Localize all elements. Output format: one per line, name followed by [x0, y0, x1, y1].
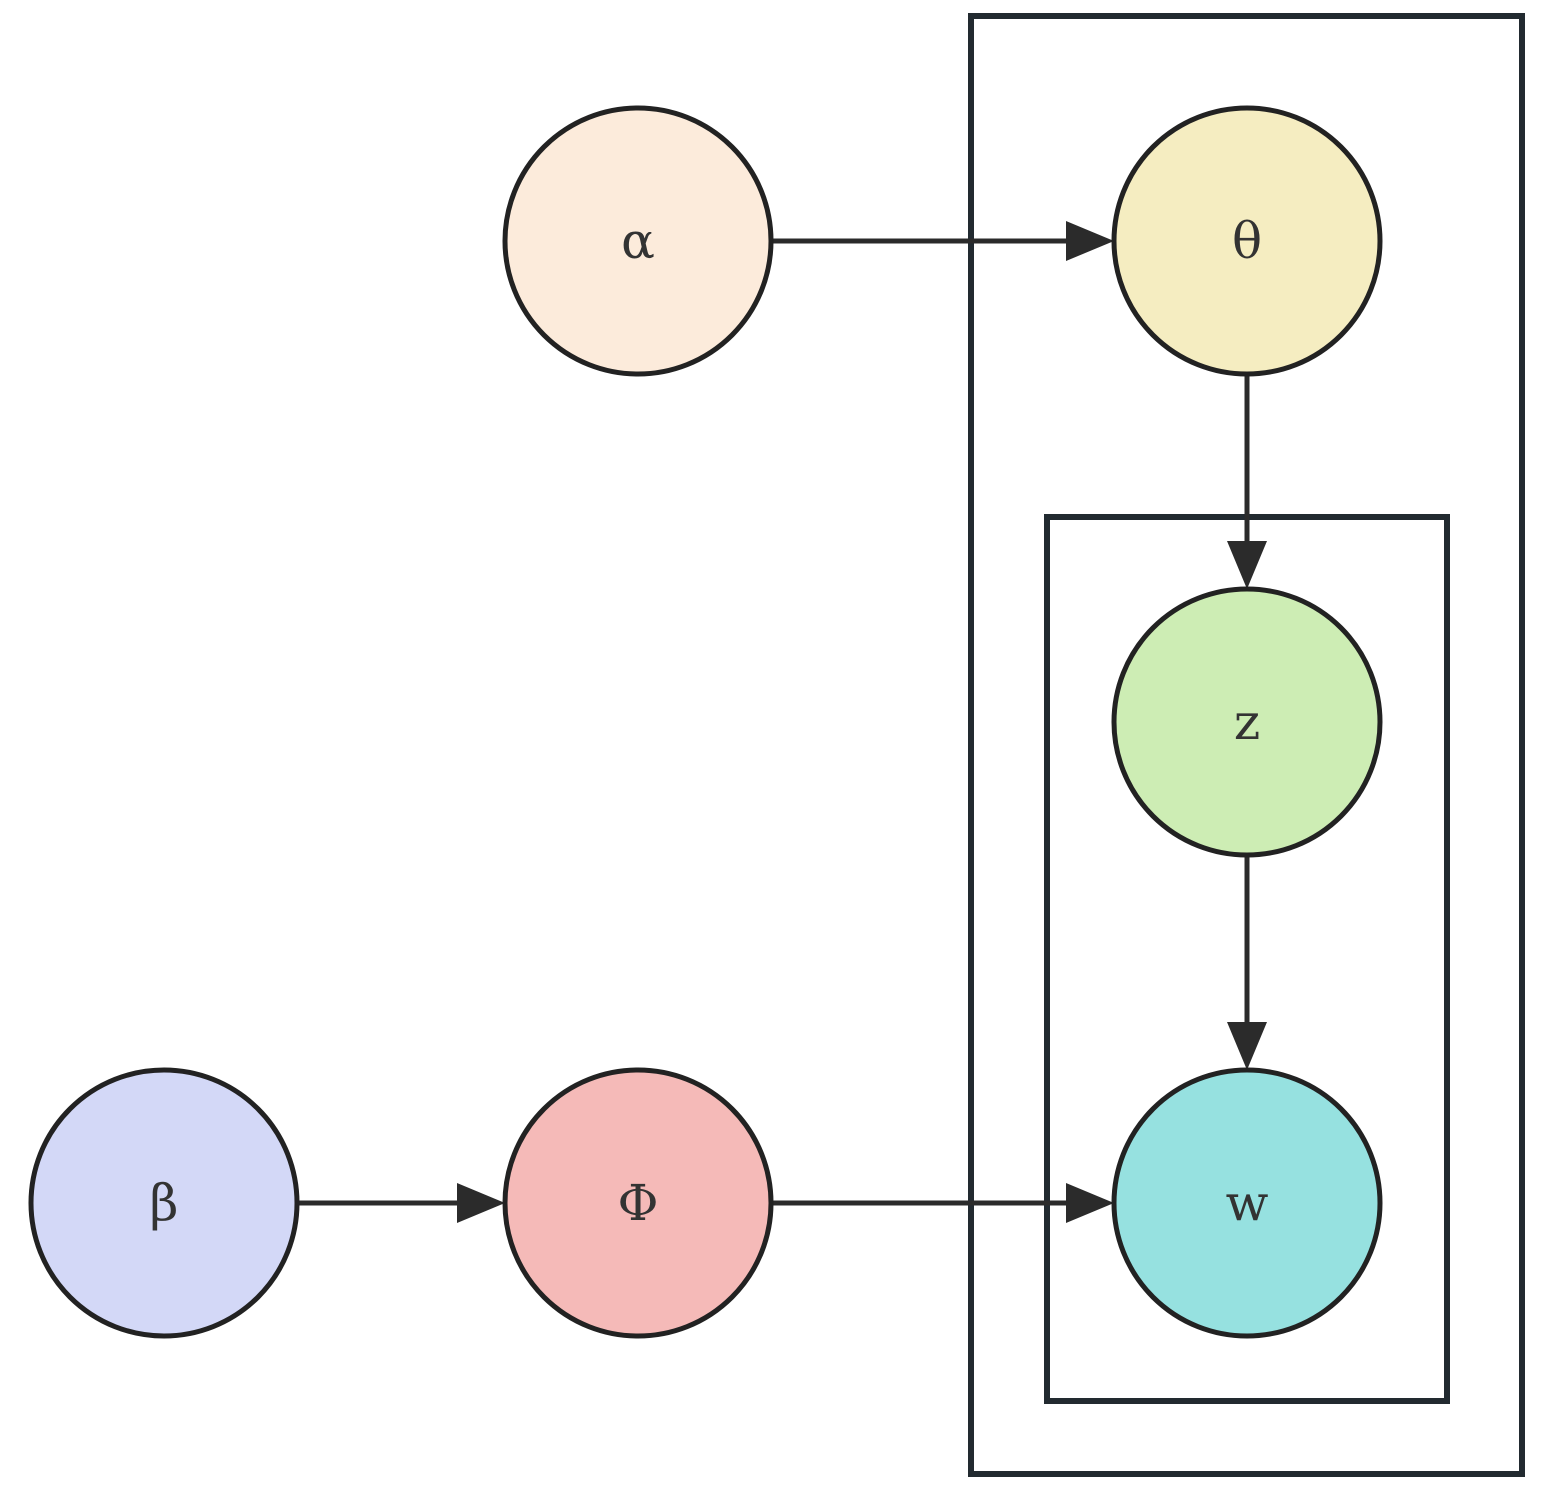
- node-circle: [1111, 105, 1383, 377]
- node-alpha: α: [502, 105, 774, 377]
- node-label: α: [621, 212, 655, 270]
- edges-layer: [297, 221, 1267, 1223]
- node-circle: [502, 1067, 774, 1339]
- node-phi: Φ: [502, 1067, 774, 1339]
- arrowhead-icon: [1227, 1022, 1267, 1070]
- node-label: θ: [1232, 212, 1262, 270]
- arrowhead-icon: [1066, 1183, 1114, 1223]
- node-theta: θ: [1111, 105, 1383, 377]
- node-label: z: [1234, 693, 1260, 751]
- arrowhead-icon: [1066, 221, 1114, 261]
- node-circle: [502, 105, 774, 377]
- edge-z-to-w: [1227, 855, 1267, 1070]
- node-beta: β: [28, 1067, 300, 1339]
- node-w: w: [1111, 1067, 1383, 1339]
- nodes-layer: α θ z w β Φ: [28, 105, 1383, 1339]
- edge-phi-to-w: [771, 1183, 1114, 1223]
- edge-alpha-to-theta: [771, 221, 1114, 261]
- node-z: z: [1111, 586, 1383, 858]
- arrowhead-icon: [1227, 541, 1267, 589]
- edge-beta-to-phi: [297, 1183, 505, 1223]
- node-label: β: [150, 1174, 179, 1232]
- node-label: w: [1226, 1174, 1269, 1232]
- node-circle: [1111, 1067, 1383, 1339]
- arrowhead-icon: [457, 1183, 505, 1223]
- node-label: Φ: [618, 1174, 659, 1232]
- node-circle: [1111, 586, 1383, 858]
- edge-theta-to-z: [1227, 374, 1267, 589]
- outer-plate: [968, 13, 1525, 1477]
- node-circle: [28, 1067, 300, 1339]
